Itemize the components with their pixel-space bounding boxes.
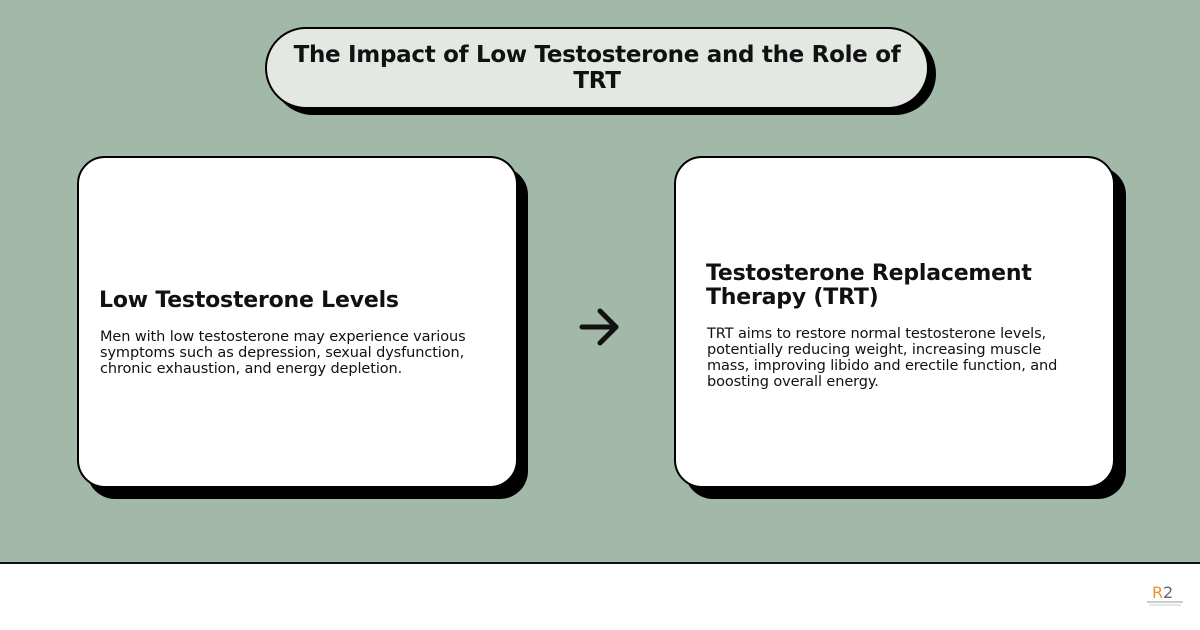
svg-text:R: R	[1152, 583, 1163, 602]
card-low-testosterone: Low Testosterone Levels Men with low tes…	[77, 156, 518, 488]
card-heading: Testosterone Replacement Therapy (TRT)	[706, 261, 1032, 310]
card-body-text: TRT aims to restore normal testosterone …	[707, 326, 1058, 390]
footer-bar	[0, 564, 1200, 630]
arrow-right-icon	[579, 308, 619, 346]
title-pill: The Impact of Low Testosterone and the R…	[265, 27, 929, 109]
clinic-logo: R 2	[1147, 583, 1183, 606]
card-heading: Low Testosterone Levels	[99, 288, 399, 313]
slide-background: The Impact of Low Testosterone and the R…	[0, 0, 1200, 564]
page-title: The Impact of Low Testosterone and the R…	[293, 42, 901, 94]
card-trt: Testosterone Replacement Therapy (TRT) T…	[674, 156, 1115, 488]
svg-text:2: 2	[1163, 583, 1173, 602]
card-body-text: Men with low testosterone may experience…	[100, 329, 466, 377]
